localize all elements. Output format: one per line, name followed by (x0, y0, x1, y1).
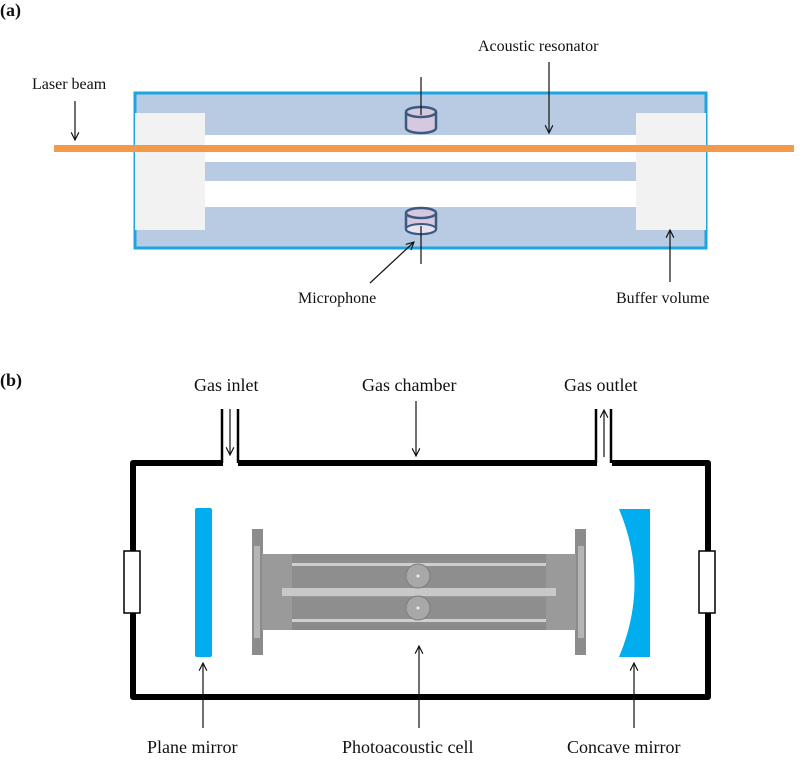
window-left (123, 550, 141, 614)
panel-b: (b) (0, 370, 716, 757)
panel-a: (a) Laser beam Acoustic resonator (0, 0, 794, 307)
microphone-label: Microphone (298, 290, 376, 307)
gas-outlet-label: Gas outlet (564, 375, 638, 395)
photoacoustic-cell-label: Photoacoustic cell (342, 737, 473, 757)
acoustic-resonator-label: Acoustic resonator (478, 38, 599, 55)
concave-mirror-label: Concave mirror (567, 737, 680, 757)
window-right (698, 550, 716, 614)
resonator-channel-lower (205, 181, 636, 207)
gas-chamber-label: Gas chamber (362, 375, 456, 395)
plane-mirror-label: Plane mirror (147, 737, 237, 757)
photoacoustic-cell (252, 529, 586, 655)
laser-beam-label: Laser beam (32, 76, 107, 93)
laser-beam (54, 145, 794, 152)
panel-b-label: (b) (0, 370, 22, 391)
gas-inlet-label: Gas inlet (194, 375, 259, 395)
buffer-volume-right (636, 113, 706, 230)
panel-a-label: (a) (0, 0, 21, 21)
concave-mirror (619, 509, 650, 657)
plane-mirror (195, 508, 212, 657)
buffer-volume-label: Buffer volume (616, 290, 709, 307)
buffer-volume-left (135, 113, 205, 230)
microphone-arrow (369, 242, 414, 284)
gas-chamber (130, 409, 711, 700)
microphone-top (404, 77, 438, 135)
microphone-bottom (404, 206, 438, 264)
